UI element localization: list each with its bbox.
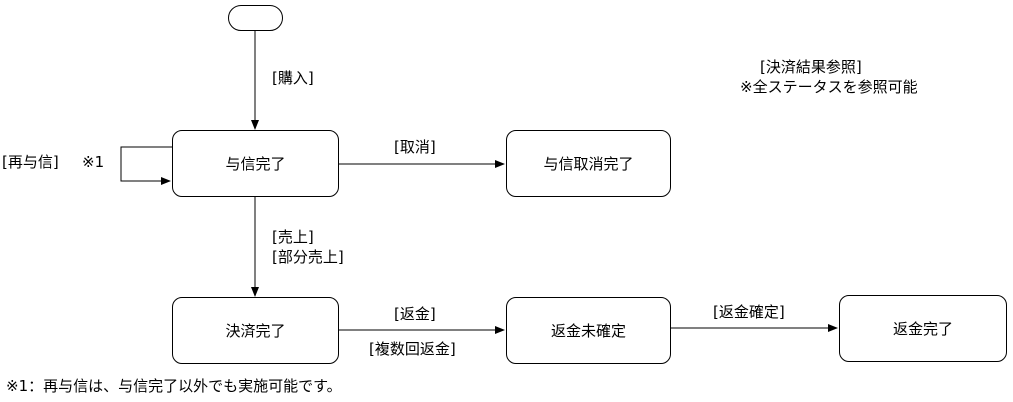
arrow-reauth-loop — [120, 146, 172, 185]
state-auth-cancel-complete: 与信取消完了 — [506, 130, 671, 197]
state-auth-complete-label: 与信完了 — [225, 155, 286, 173]
note-result-reference-title: [決済結果参照] — [760, 58, 862, 76]
label-reauth: [再与信] — [2, 153, 59, 171]
state-settlement-complete: 決済完了 — [172, 297, 339, 364]
note-result-reference-detail: ※全ステータスを参照可能 — [740, 78, 918, 96]
label-cancel: [取消] — [394, 138, 436, 156]
label-sale: [売上] — [272, 228, 314, 246]
state-auth-cancel-complete-label: 与信取消完了 — [543, 155, 634, 173]
state-refund-complete-label: 返金完了 — [892, 320, 953, 338]
state-refund-complete: 返金完了 — [839, 295, 1007, 362]
state-auth-complete: 与信完了 — [172, 130, 339, 197]
footnote: ※1：再与信は、与信完了以外でも実施可能です。 — [6, 377, 342, 395]
state-refund-pending: 返金未確定 — [506, 297, 671, 364]
label-refund: [返金] — [394, 305, 436, 323]
label-partial-sale: [部分売上] — [272, 248, 344, 266]
label-reauth-note-mark: ※1 — [82, 153, 105, 171]
state-settlement-complete-label: 決済完了 — [225, 322, 286, 340]
initial-state — [228, 5, 283, 31]
label-purchase: [購入] — [272, 69, 314, 87]
state-refund-pending-label: 返金未確定 — [550, 322, 626, 340]
label-refund-confirm: [返金確定] — [713, 303, 785, 321]
label-multiple-refund: [複数回返金] — [369, 340, 456, 358]
